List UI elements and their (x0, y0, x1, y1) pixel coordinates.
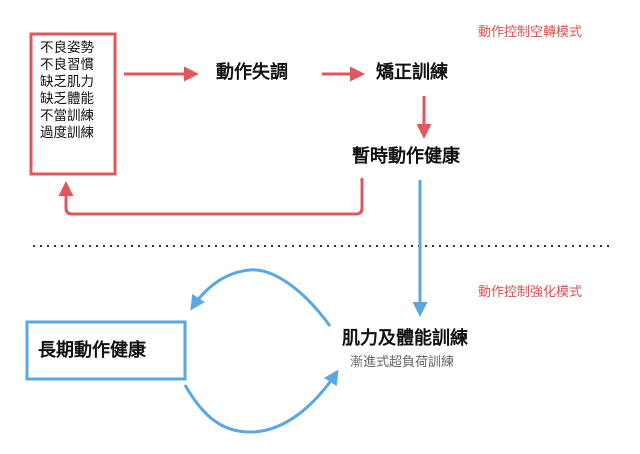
cause-item: 缺乏體能 (40, 91, 94, 107)
longterm-box (25, 320, 187, 381)
node-strength-training: 肌力及體能訓練 (342, 328, 468, 349)
cause-item: 不良姿勢 (40, 40, 94, 56)
mode-label-idle: 動作控制空轉模式 (478, 25, 583, 40)
node-temporary-health: 暫時動作健康 (352, 146, 460, 167)
arrow-longterm-to-strength (183, 369, 339, 434)
causes-list: 不良姿勢 不良習慣 缺乏肌力 缺乏體能 不當訓練 過度訓練 (40, 40, 94, 142)
node-longterm-health: 長期動作健康 (38, 340, 146, 361)
arrow-temporary-back-to-causes (58, 178, 364, 216)
arrow-strength-to-longterm (190, 268, 332, 327)
node-strength-subtitle: 漸進式超負荷訓練 (350, 355, 455, 370)
cause-item: 不當訓練 (40, 108, 94, 124)
cause-item: 不良習慣 (40, 57, 94, 73)
causes-box (29, 32, 117, 176)
cause-item: 過度訓練 (40, 125, 94, 141)
node-dysfunction: 動作失調 (216, 62, 288, 83)
mode-label-reinforce: 動作控制強化模式 (478, 285, 583, 300)
cause-item: 缺乏肌力 (40, 74, 94, 90)
node-corrective-training: 矯正訓練 (376, 62, 448, 83)
